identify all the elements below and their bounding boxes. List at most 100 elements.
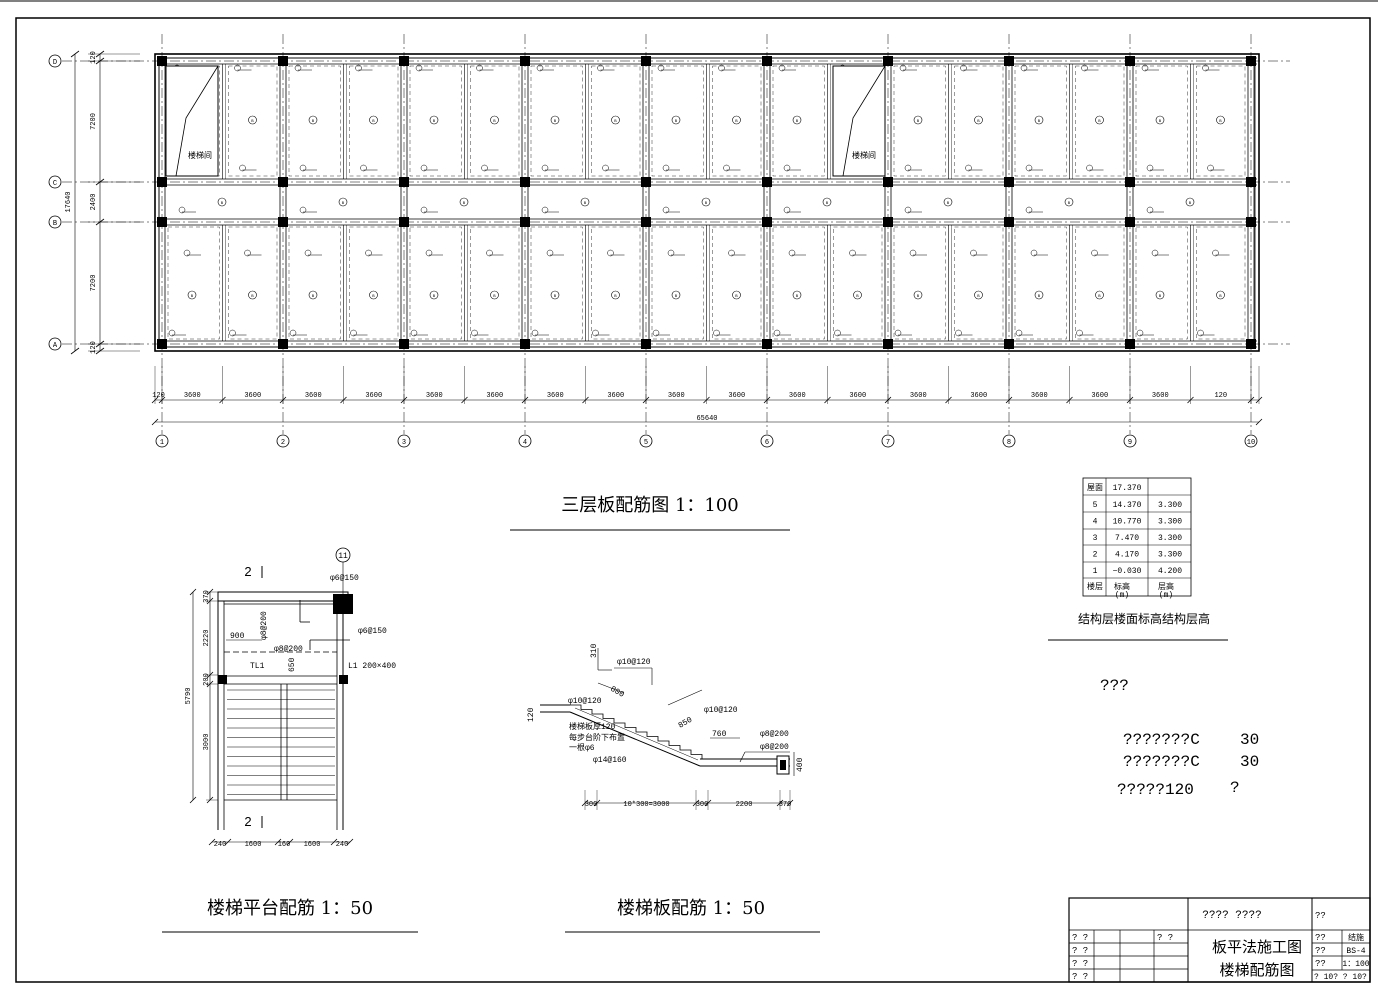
title-block: ???? ???? 板平法施工图 楼梯配筋图 ?? ?? 结施 ?? BS-4 … xyxy=(1068,897,1371,983)
col-axis-bubble xyxy=(1123,434,1137,448)
slab-mark-circle xyxy=(1216,115,1225,125)
slab-mark: B xyxy=(372,120,375,124)
slab-mark-circle xyxy=(459,197,469,207)
platform-dim-900: 900 xyxy=(230,632,245,641)
row-axis-label: D xyxy=(53,59,57,67)
slab-mark-circle xyxy=(1155,115,1165,125)
slab-mark-circle xyxy=(671,115,681,125)
platform-beam-l1: L1 200×400 xyxy=(348,662,396,671)
elev-row-elev: 14.370 xyxy=(1113,501,1142,510)
slab-mark-circle xyxy=(580,197,590,207)
slab-mark-circle xyxy=(1095,115,1104,125)
tb-project: ???? ???? xyxy=(1202,910,1261,922)
tb-mid: ? ? xyxy=(1157,933,1173,943)
slab-mark: B xyxy=(856,295,859,299)
stair-rebar-5: φ8@200 xyxy=(760,743,789,752)
slab-mark: B xyxy=(1098,295,1101,299)
slab-mark: B xyxy=(1219,295,1222,299)
row-axis-label: C xyxy=(53,180,57,188)
elev-col-height: 层高 xyxy=(1158,581,1174,592)
slab-mark-circle xyxy=(943,197,953,207)
plan-bay-dim: 3600 xyxy=(547,392,564,400)
elev-row-floor: 1 xyxy=(1093,567,1098,576)
stair-note-2: 每步台阶下布置 xyxy=(569,732,625,743)
slab-mark: B xyxy=(433,120,436,124)
slab-mark-circle xyxy=(308,290,318,300)
platform-beam-tl1: TL1 xyxy=(250,662,265,671)
slab-mark: B xyxy=(463,202,466,206)
col-axis-bubble xyxy=(397,434,411,448)
platform-vertical-dim: 370 xyxy=(203,590,211,603)
platform-rebar-2: φ8@200 xyxy=(260,611,269,640)
slab-mark: B xyxy=(1219,120,1222,124)
slab-mark: B xyxy=(584,202,587,206)
elev-row-height: 3.300 xyxy=(1158,534,1182,543)
slab-mark-circle xyxy=(792,115,802,125)
tb-c5: ?? xyxy=(1315,959,1326,969)
slab-mark: B xyxy=(796,295,799,299)
slab-mark: B xyxy=(977,120,980,124)
stair-dim-400: 400 xyxy=(796,757,805,772)
slab-mark: B xyxy=(705,202,708,206)
slab-mark-circle xyxy=(217,197,227,207)
row-axis-bubble xyxy=(48,54,62,68)
elev-row-height: 4.200 xyxy=(1158,567,1182,576)
plan-bay-dim: 3600 xyxy=(789,392,806,400)
plan-bay-dim: 120 xyxy=(1214,392,1227,400)
col-axis-label: 2 xyxy=(281,439,285,447)
elev-row-height: 3.300 xyxy=(1158,501,1182,510)
col-axis-bubble xyxy=(276,434,290,448)
slab-mark: B xyxy=(312,120,315,124)
slab-mark-circle xyxy=(1034,290,1044,300)
row-axis-bubble xyxy=(48,337,62,351)
notes-line1-value: 30 xyxy=(1240,731,1259,749)
slab-mark-circle xyxy=(1095,290,1104,300)
stair-note-1: 楼梯板厚120 xyxy=(569,721,616,732)
notes-line2-value: 30 xyxy=(1240,753,1259,771)
tb-c6: 1：100 xyxy=(1342,960,1369,969)
plan-bay-dim: 3600 xyxy=(305,392,322,400)
stairwell-left-label: 楼梯间 xyxy=(188,150,212,161)
slab-mark-circle xyxy=(611,290,620,300)
slab-mark-circle xyxy=(974,115,983,125)
stair-rebar-6: φ14@160 xyxy=(593,756,627,765)
slab-mark: B xyxy=(554,295,557,299)
platform-rebar-3: φ8@200 xyxy=(274,645,303,654)
elev-col-elev-unit: (m) xyxy=(1115,591,1129,600)
col-axis-bubble xyxy=(760,434,774,448)
stair-rebar-4: φ8@200 xyxy=(760,730,789,739)
slab-mark-circle xyxy=(974,290,983,300)
slab-mark: B xyxy=(312,295,315,299)
col-axis-label: 1 xyxy=(160,439,164,447)
elev-row-height: 3.300 xyxy=(1158,518,1182,527)
elev-row-elev: 4.170 xyxy=(1115,551,1139,560)
stair-rebar-1: φ10@120 xyxy=(617,658,651,667)
stairwell-left xyxy=(165,65,219,177)
design-notes: ??? ???????C 30 ???????C 30 ?????120 ? xyxy=(1100,677,1259,799)
slab-mark: B xyxy=(554,120,557,124)
elev-row-floor: 4 xyxy=(1093,518,1098,527)
elev-row-floor: 5 xyxy=(1093,501,1098,510)
stair-bottom-dim: 300 xyxy=(696,801,709,809)
stair-dim-120: 120 xyxy=(527,707,536,722)
slab-mark-circle xyxy=(611,115,620,125)
plan-bay-dim: 3600 xyxy=(486,392,503,400)
slab-mark-circle xyxy=(671,290,681,300)
elev-row-elev: 7.470 xyxy=(1115,534,1139,543)
col-axis-bubble xyxy=(881,434,895,448)
slab-mark: B xyxy=(493,120,496,124)
tb-drawing-name-1: 板平法施工图 xyxy=(1212,938,1302,956)
slab-mark: B xyxy=(826,202,829,206)
slab-mark: B xyxy=(735,295,738,299)
tb-c1: ?? xyxy=(1315,911,1326,921)
stair-bottom-dim: 10*300=3000 xyxy=(623,801,669,809)
slab-mark-circle xyxy=(732,290,741,300)
slab-mark: B xyxy=(735,120,738,124)
plan-bay-dim: 3600 xyxy=(365,392,382,400)
elev-roof-value: 17.370 xyxy=(1113,484,1142,493)
notes-line1: ???????C xyxy=(1123,731,1200,749)
col-axis-bubble xyxy=(518,434,532,448)
col-axis-label: 8 xyxy=(1007,439,1011,447)
